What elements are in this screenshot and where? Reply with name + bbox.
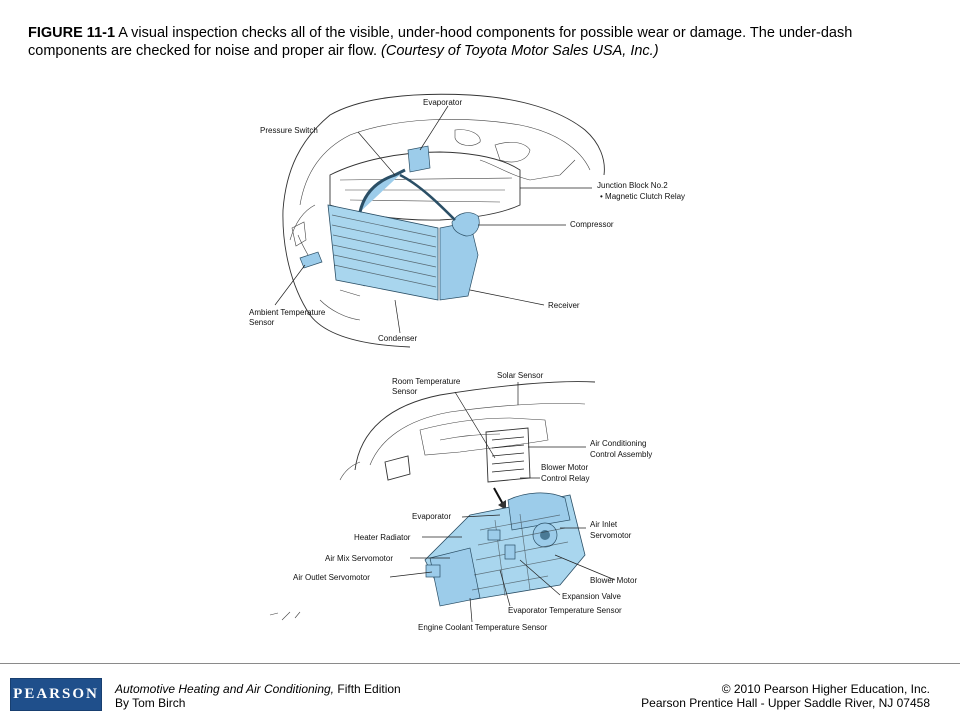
figure-caption: FIGURE 11-1 A visual inspection checks a… <box>28 24 933 60</box>
label-blower-relay-2: Control Relay <box>541 474 589 483</box>
label-air-mix-servo: Air Mix Servomotor <box>325 554 393 563</box>
label-room-temp-1: Room Temperature <box>392 377 461 386</box>
figure-number: FIGURE 11-1 <box>28 25 116 41</box>
label-blower-relay-1: Blower Motor <box>541 463 588 472</box>
pearson-logo: PEARSON <box>10 678 102 711</box>
book-author: By Tom Birch <box>115 696 186 710</box>
label-room-temp-2: Sensor <box>392 387 418 396</box>
label-expansion-valve: Expansion Valve <box>562 592 622 601</box>
label-air-inlet-1: Air Inlet <box>590 520 618 529</box>
copyright-line-2: Pearson Prentice Hall - Upper Saddle Riv… <box>641 696 930 710</box>
label-compressor: Compressor <box>570 220 614 229</box>
label-evaporator-top: Evaporator <box>423 98 462 107</box>
copyright-notice: © 2010 Pearson Higher Education, Inc. Pe… <box>641 682 930 710</box>
label-pressure-switch: Pressure Switch <box>260 126 318 135</box>
label-evaporator-bottom: Evaporator <box>412 512 451 521</box>
dashboard-callouts <box>389 382 616 623</box>
label-ac-control-1: Air Conditioning <box>590 439 646 448</box>
caption-credit: (Courtesy of Toyota Motor Sales USA, Inc… <box>381 43 659 59</box>
label-ac-control-2: Control Assembly <box>590 450 652 459</box>
label-junction-block: Junction Block No.2 <box>597 181 668 190</box>
label-engine-coolant-sensor: Engine Coolant Temperature Sensor <box>418 623 548 632</box>
caption-text: A visual inspection checks all of the vi… <box>28 25 853 59</box>
label-receiver: Receiver <box>548 301 580 310</box>
label-magnetic-clutch-relay: • Magnetic Clutch Relay <box>600 192 685 201</box>
label-ambient-sensor-1: Ambient Temperature <box>249 308 326 317</box>
logo-text: PEARSON <box>13 686 99 702</box>
label-solar-sensor: Solar Sensor <box>497 371 544 380</box>
label-air-inlet-2: Servomotor <box>590 531 632 540</box>
label-evap-temp-sensor: Evaporator Temperature Sensor <box>508 606 622 615</box>
ac-system-illustration: Evaporator Pressure Switch Junction Bloc… <box>249 93 685 632</box>
copyright-line-1: © 2010 Pearson Higher Education, Inc. <box>721 682 930 696</box>
label-heater-radiator: Heater Radiator <box>354 533 411 542</box>
book-title: Automotive Heating and Air Conditioning, <box>115 682 335 696</box>
dashboard-drawing <box>269 381 596 621</box>
label-condenser: Condenser <box>378 334 417 343</box>
book-info: Automotive Heating and Air Conditioning,… <box>115 682 401 710</box>
engine-bay-drawing <box>282 93 605 348</box>
label-air-outlet-servo: Air Outlet Servomotor <box>293 573 370 582</box>
engine-bay-callouts <box>274 105 592 334</box>
label-ambient-sensor-2: Sensor <box>249 318 275 327</box>
footer-divider <box>0 663 960 664</box>
label-blower-motor: Blower Motor <box>590 576 637 585</box>
book-edition: Fifth Edition <box>334 682 401 696</box>
